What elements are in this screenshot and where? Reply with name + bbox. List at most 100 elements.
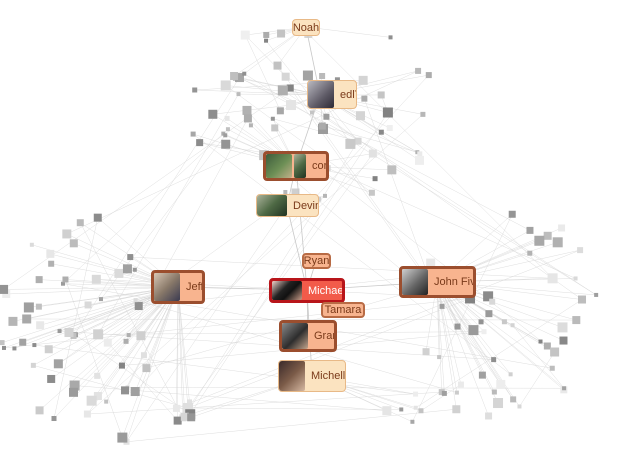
background-node xyxy=(323,113,330,120)
background-node xyxy=(414,155,424,165)
background-node xyxy=(51,416,57,422)
background-node xyxy=(22,314,32,324)
background-node xyxy=(60,281,65,286)
background-node xyxy=(573,276,578,281)
background-node xyxy=(182,402,193,413)
background-node xyxy=(501,319,507,325)
background-node xyxy=(86,395,97,406)
background-node xyxy=(248,123,253,128)
background-node xyxy=(578,295,587,304)
background-node xyxy=(388,35,393,40)
background-node xyxy=(134,302,143,311)
background-node xyxy=(221,139,231,149)
background-node xyxy=(263,31,270,38)
user-photo-icon xyxy=(294,154,306,178)
background-node xyxy=(277,85,288,96)
background-node xyxy=(510,323,515,328)
background-node xyxy=(273,61,282,70)
background-node xyxy=(441,390,447,396)
background-node xyxy=(23,302,34,313)
node-edlt[interactable]: edlT xyxy=(307,80,357,109)
background-node xyxy=(358,75,368,85)
background-node xyxy=(491,389,497,395)
background-node xyxy=(142,364,151,373)
background-node xyxy=(562,386,567,391)
background-node xyxy=(1,345,6,350)
background-node xyxy=(399,407,404,412)
background-node xyxy=(98,297,103,302)
background-node xyxy=(377,91,385,99)
node-tamara[interactable]: Tamara xyxy=(321,302,365,318)
background-node xyxy=(117,432,128,443)
background-node xyxy=(46,249,55,258)
background-node xyxy=(2,290,11,299)
background-node xyxy=(103,338,112,347)
background-node xyxy=(84,301,92,309)
user-photo-icon xyxy=(282,323,308,349)
node-jeff[interactable]: Jeff xyxy=(151,270,205,304)
background-node xyxy=(48,260,55,267)
background-node xyxy=(35,276,43,284)
background-node xyxy=(382,406,392,416)
background-node xyxy=(508,210,516,218)
background-node xyxy=(547,273,558,284)
background-node xyxy=(285,100,296,111)
background-node xyxy=(457,381,464,388)
node-corey[interactable]: corey xyxy=(263,151,329,181)
background-node xyxy=(594,292,599,297)
background-node xyxy=(286,84,294,92)
node-devin[interactable]: Devin xyxy=(256,194,319,217)
background-node xyxy=(483,291,494,302)
background-node xyxy=(382,107,393,118)
node-noah[interactable]: Noah xyxy=(292,19,320,36)
node-michael[interactable]: Michael xyxy=(269,278,345,303)
background-node xyxy=(44,345,53,354)
background-node xyxy=(62,229,72,239)
background-node xyxy=(510,396,517,403)
background-node xyxy=(361,95,368,102)
node-label: Jeff xyxy=(186,281,204,293)
background-node xyxy=(57,329,62,334)
node-label: edlT xyxy=(340,88,356,101)
background-node xyxy=(180,412,189,421)
background-node xyxy=(192,87,198,93)
node-michelle[interactable]: Michelle xyxy=(278,360,346,392)
node-grant[interactable]: Grant xyxy=(279,320,337,352)
background-node xyxy=(62,276,69,283)
background-node xyxy=(572,316,581,325)
background-node xyxy=(240,30,250,40)
background-node xyxy=(543,231,552,240)
background-node xyxy=(354,137,362,145)
background-node xyxy=(36,321,45,330)
background-node xyxy=(493,398,504,409)
background-node xyxy=(243,114,252,123)
user-photo-icon xyxy=(272,281,302,300)
node-label: Michelle xyxy=(311,370,346,382)
background-node xyxy=(35,406,44,415)
background-node xyxy=(242,105,252,115)
background-node xyxy=(345,138,356,149)
background-node xyxy=(481,329,487,335)
background-node xyxy=(355,111,365,121)
background-node xyxy=(283,190,288,195)
background-node xyxy=(104,399,109,404)
background-node xyxy=(83,410,91,418)
background-node xyxy=(549,365,555,371)
background-node xyxy=(122,264,132,274)
background-node xyxy=(64,328,74,338)
background-node xyxy=(225,127,230,132)
background-node xyxy=(0,340,5,346)
background-node xyxy=(517,404,522,409)
background-node xyxy=(543,342,551,350)
background-node xyxy=(417,151,423,157)
background-node xyxy=(550,347,560,357)
node-ryan[interactable]: Ryan xyxy=(302,253,331,269)
background-node xyxy=(186,399,192,405)
node-john-five[interactable]: John Five xyxy=(399,266,476,298)
background-node xyxy=(196,139,204,147)
background-node xyxy=(130,387,140,397)
node-label: corey xyxy=(312,160,328,172)
background-node xyxy=(334,77,340,83)
background-node xyxy=(136,331,146,341)
